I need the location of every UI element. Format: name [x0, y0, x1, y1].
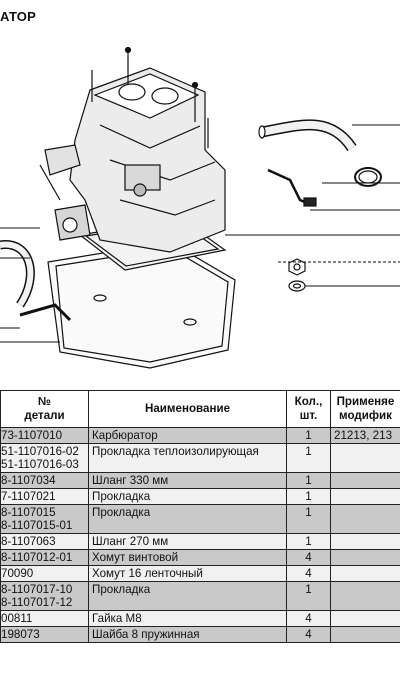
part-name: Прокладка [92, 506, 151, 519]
part-name-cell: Шайба 8 пружинная [88, 626, 287, 643]
part-number-cell: 70090 [0, 565, 89, 582]
part-number: 73-1107010 [1, 429, 63, 442]
part-name-cell: Гайка М8 [88, 610, 287, 627]
part-number: 51-1107016-03 [1, 458, 79, 471]
part-number-cell: 198073 [0, 626, 89, 643]
part-number: 8-1107015 [1, 506, 56, 519]
part-name: Шайба 8 пружинная [92, 628, 200, 641]
quantity-cell: 4 [286, 549, 331, 566]
part-number: 00811 [1, 612, 33, 625]
part-name-cell: Прокладка теплоизолирующая [88, 443, 287, 473]
part-name-cell: Шланг 270 мм [88, 533, 287, 550]
part-name-cell: Прокладка [88, 504, 287, 534]
parts-table: № детали Наименование Кол., шт. Применяе… [0, 390, 400, 643]
hose-clamp [354, 167, 382, 187]
part-number: 8-1107017-10 [1, 583, 73, 596]
quantity-cell: 1 [286, 472, 331, 489]
header-quantity: Кол., шт. [286, 390, 331, 428]
applicability-cell [330, 549, 400, 566]
part-number: 70090 [1, 567, 34, 580]
part-name-cell: Шланг 330 мм [88, 472, 287, 489]
part-number: 51-1107016-02 [1, 445, 79, 458]
part-name-cell: Хомут 16 ленточный [88, 565, 287, 582]
part-name: Шланг 330 мм [92, 474, 169, 487]
part-number: 8-1107017-12 [1, 596, 73, 609]
page-title: АТОР [0, 9, 36, 24]
applicability-cell [330, 565, 400, 582]
quantity-cell: 4 [286, 626, 331, 643]
header-applicability: Применяе модифик [330, 390, 400, 428]
applicability-cell [330, 504, 400, 534]
part-number-cell: 8-1107034 [0, 472, 89, 489]
header-part-number: № детали [0, 390, 89, 428]
part-name: Хомут 16 ленточный [92, 567, 203, 580]
carburetor-body [69, 67, 226, 253]
part-number: 8-1107012-01 [1, 551, 73, 564]
applicability-cell [330, 626, 400, 643]
part-number: 8-1107015-01 [1, 519, 73, 532]
applicability-cell [330, 610, 400, 627]
quantity-cell: 1 [286, 488, 331, 505]
part-number-cell: 8-1107063 [0, 533, 89, 550]
table-row: 8-1107012-01 Хомут винтовой 4 [0, 549, 400, 566]
carburetor-diagram [0, 46, 400, 369]
part-number-cell: 00811 [0, 610, 89, 627]
quantity-cell: 4 [286, 610, 331, 627]
table-row: 00811 Гайка М8 4 [0, 610, 400, 627]
part-name: Хомут винтовой [92, 551, 179, 564]
table-row: 7-1107021 Прокладка 1 [0, 488, 400, 505]
part-number: 198073 [1, 628, 40, 641]
nut-m8 [288, 258, 306, 276]
quantity-cell: 1 [286, 581, 331, 611]
quantity-cell: 1 [286, 504, 331, 534]
table-row: 198073 Шайба 8 пружинная 4 [0, 626, 400, 643]
part-number: 8-1107063 [1, 535, 56, 548]
part-number-cell: 8-1107012-01 [0, 549, 89, 566]
applicability-cell: 21213, 213 [330, 427, 400, 444]
table-header-row: № детали Наименование Кол., шт. Применяе… [0, 390, 400, 428]
quantity-cell: 1 [286, 427, 331, 444]
spring-washer [288, 280, 306, 292]
part-name: Карбюратор [92, 429, 158, 442]
part-name: Гайка М8 [92, 612, 142, 625]
part-number-cell: 73-1107010 [0, 427, 89, 444]
applicability-cell [330, 472, 400, 489]
part-name: Шланг 270 мм [92, 535, 169, 548]
part-name: Прокладка [92, 490, 151, 503]
part-number-cell: 7-1107021 [0, 488, 89, 505]
part-name-cell: Прокладка [88, 488, 287, 505]
part-name-cell: Карбюратор [88, 427, 287, 444]
part-name: Прокладка теплоизолирующая [92, 445, 259, 458]
quantity-cell: 1 [286, 443, 331, 473]
applicability-cell [330, 533, 400, 550]
part-name-cell: Прокладка [88, 581, 287, 611]
table-row: 8-1107063 Шланг 270 мм 1 [0, 533, 400, 550]
part-name: Прокладка [92, 583, 151, 596]
part-number: 7-1107021 [1, 490, 56, 503]
part-number: 8-1107034 [1, 474, 56, 487]
applicability-cell [330, 443, 400, 473]
quantity-cell: 4 [286, 565, 331, 582]
part-name-cell: Хомут винтовой [88, 549, 287, 566]
table-row: 70090 Хомут 16 ленточный 4 [0, 565, 400, 582]
header-name: Наименование [88, 390, 287, 428]
quantity-cell: 1 [286, 533, 331, 550]
applicability-cell [330, 488, 400, 505]
table-row: 8-1107034 Шланг 330 мм 1 [0, 472, 400, 489]
applicability-cell [330, 581, 400, 611]
